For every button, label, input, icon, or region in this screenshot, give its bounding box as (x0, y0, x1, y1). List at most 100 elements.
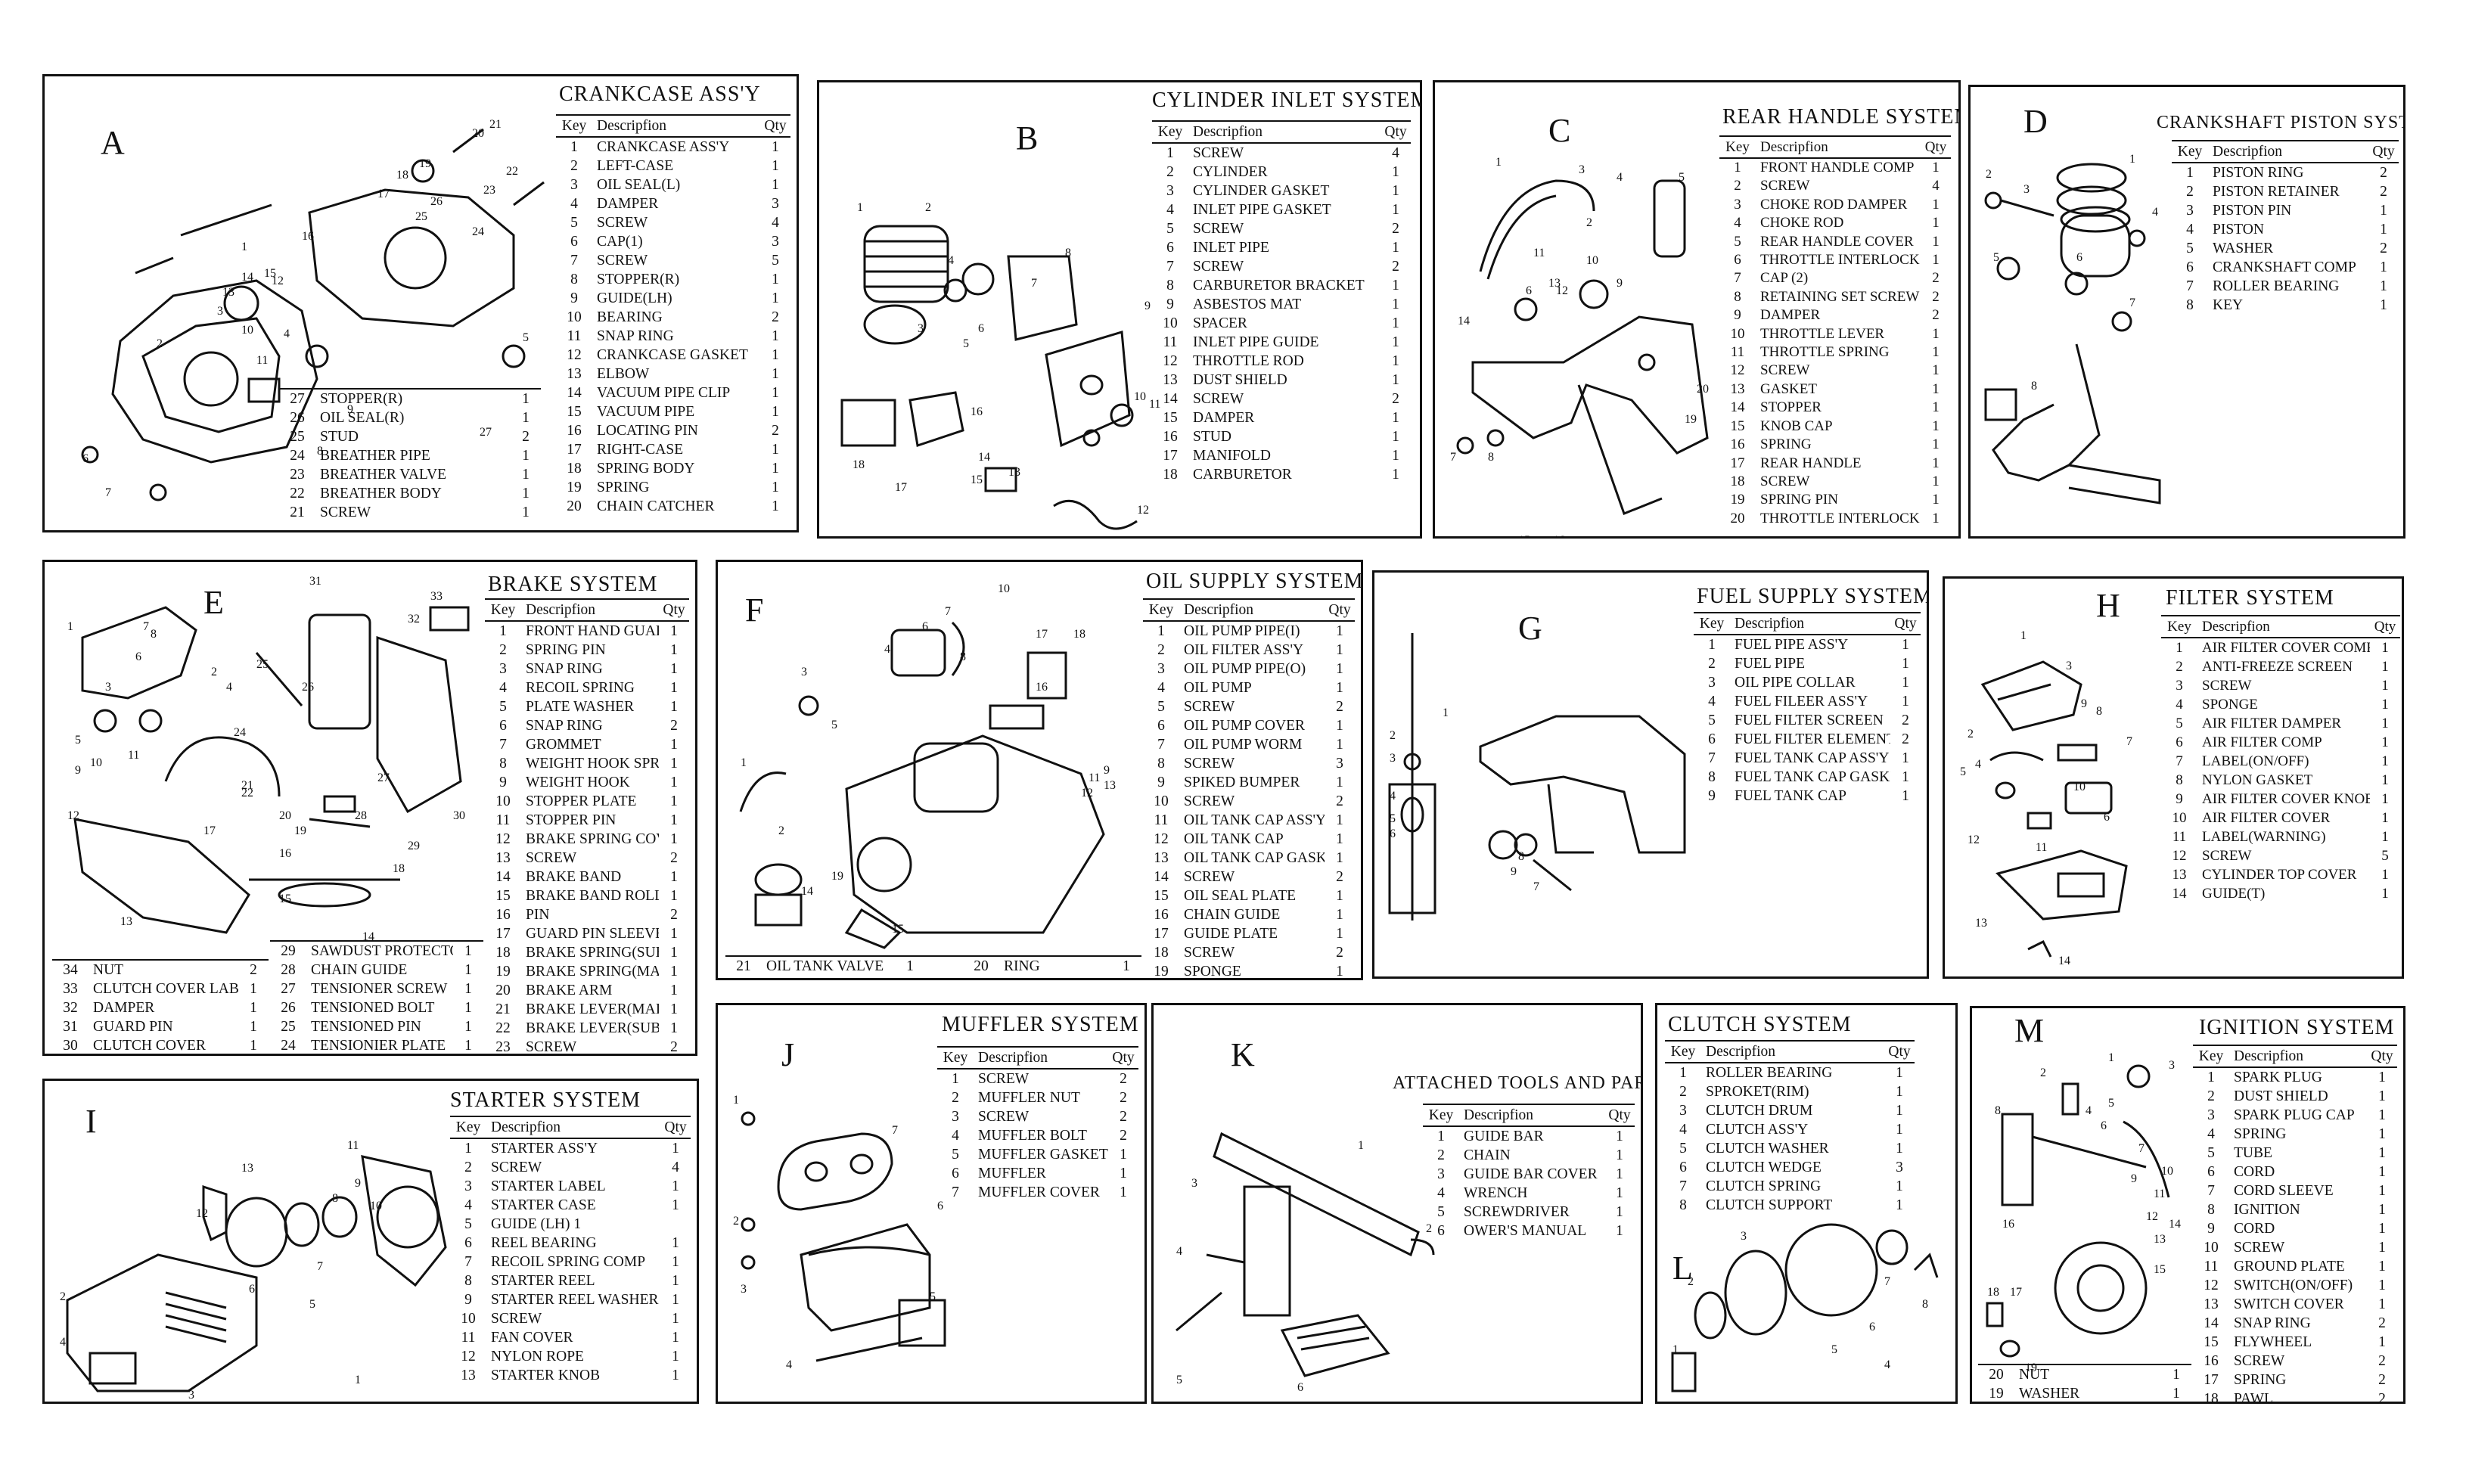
row-qty: 1 (772, 177, 779, 193)
row-key: 7 (499, 737, 507, 753)
row-qty: 2 (1392, 221, 1399, 237)
row-desc: SPRING BODY (597, 461, 695, 477)
svg-text:19: 19 (294, 824, 306, 837)
svg-text:7: 7 (1884, 1275, 1890, 1288)
row-qty: 1 (2378, 1259, 2386, 1274)
row-key: 11 (1163, 334, 1178, 350)
col-desc: Descripfion (978, 1050, 1048, 1066)
row-key: 3 (952, 1109, 959, 1125)
row-key: 1 (1157, 623, 1165, 639)
row-key: 23 (290, 467, 305, 483)
table-header: Key Descripfion Qty (2172, 140, 2399, 163)
row-desc: SCREW (491, 1160, 542, 1175)
row-qty: 1 (2380, 297, 2387, 313)
row-key: 19 (1989, 1386, 2004, 1402)
row-key: 34 (63, 962, 78, 978)
row-desc: CRANKSHAFT COMP (2213, 259, 2356, 275)
row-qty: 1 (1336, 907, 1343, 923)
row-key: 7 (952, 1184, 959, 1200)
row-desc: WEIGHT HOOK (526, 775, 630, 790)
row-key: 13 (1154, 850, 1169, 866)
row-qty: 1 (1932, 215, 1940, 231)
row-key: 15 (1730, 418, 1745, 434)
row-qty: 1 (772, 139, 779, 155)
svg-text:6: 6 (82, 452, 89, 465)
row-qty: 2 (1120, 1090, 1127, 1106)
row-key: 18 (1163, 467, 1178, 483)
row-desc: SCREW (1760, 473, 1810, 489)
row-key: 13 (495, 850, 511, 866)
row-qty: 1 (1932, 455, 1940, 471)
row-desc: CYLINDER GASKET (1193, 183, 1330, 199)
row-desc: DAMPER (597, 196, 659, 212)
row-qty: 4 (672, 1160, 679, 1175)
row-desc: SPACER (1193, 315, 1247, 331)
row-qty: 1 (670, 775, 678, 790)
row-qty: 1 (1336, 718, 1343, 734)
table-header: Key Descripfion Qty (1152, 120, 1411, 144)
svg-text:18: 18 (853, 458, 865, 471)
row-desc: FRONT HANDLE COMP (1760, 160, 1915, 175)
row-key: 17 (1154, 926, 1169, 942)
svg-text:11: 11 (256, 354, 268, 367)
row-desc: AIR FILTER COMP (2202, 734, 2322, 750)
row-qty: 1 (1392, 467, 1399, 483)
row-qty: 1 (2378, 1240, 2386, 1256)
row-desc: STOPPER PLATE (526, 793, 637, 809)
row-qty: 2 (1902, 713, 1909, 728)
row-qty: 1 (1616, 1147, 1623, 1163)
row-key: 9 (1166, 296, 1174, 312)
section-letter: J (781, 1036, 795, 1073)
svg-text:9: 9 (1104, 764, 1110, 777)
row-qty: 1 (672, 1368, 679, 1383)
svg-text:3: 3 (2169, 1059, 2175, 1072)
row-key: 5 (2186, 241, 2194, 256)
svg-text:14: 14 (801, 885, 813, 898)
row-desc: OIL PUMP COVER (1184, 718, 1305, 734)
row-desc: SPRING (597, 480, 650, 495)
row-key: 6 (2207, 1164, 2215, 1180)
row-qty: 1 (772, 290, 779, 306)
row-key: 16 (495, 907, 511, 923)
svg-text:16: 16 (1036, 681, 1048, 694)
svg-text:8: 8 (2031, 380, 2037, 393)
row-key: 8 (2186, 297, 2194, 313)
svg-text:23: 23 (483, 184, 495, 197)
row-key: 11 (461, 1330, 476, 1346)
row-key: 1 (570, 139, 578, 155)
row-desc: CLUTCH SUPPORT (1706, 1197, 1833, 1213)
row-desc: GUIDE PLATE (1184, 926, 1278, 942)
row-desc: BRAKE SPRING(MAIN) (526, 964, 659, 980)
col-desc: Descripfion (2234, 1048, 2304, 1064)
row-key: 3 (499, 661, 507, 677)
table-header: Key Descripfion Qty (485, 598, 689, 622)
row-qty: 1 (1392, 202, 1399, 218)
col-key: Key (1725, 139, 1750, 155)
row-qty: 1 (1120, 1166, 1127, 1181)
svg-text:17: 17 (2010, 1286, 2022, 1299)
